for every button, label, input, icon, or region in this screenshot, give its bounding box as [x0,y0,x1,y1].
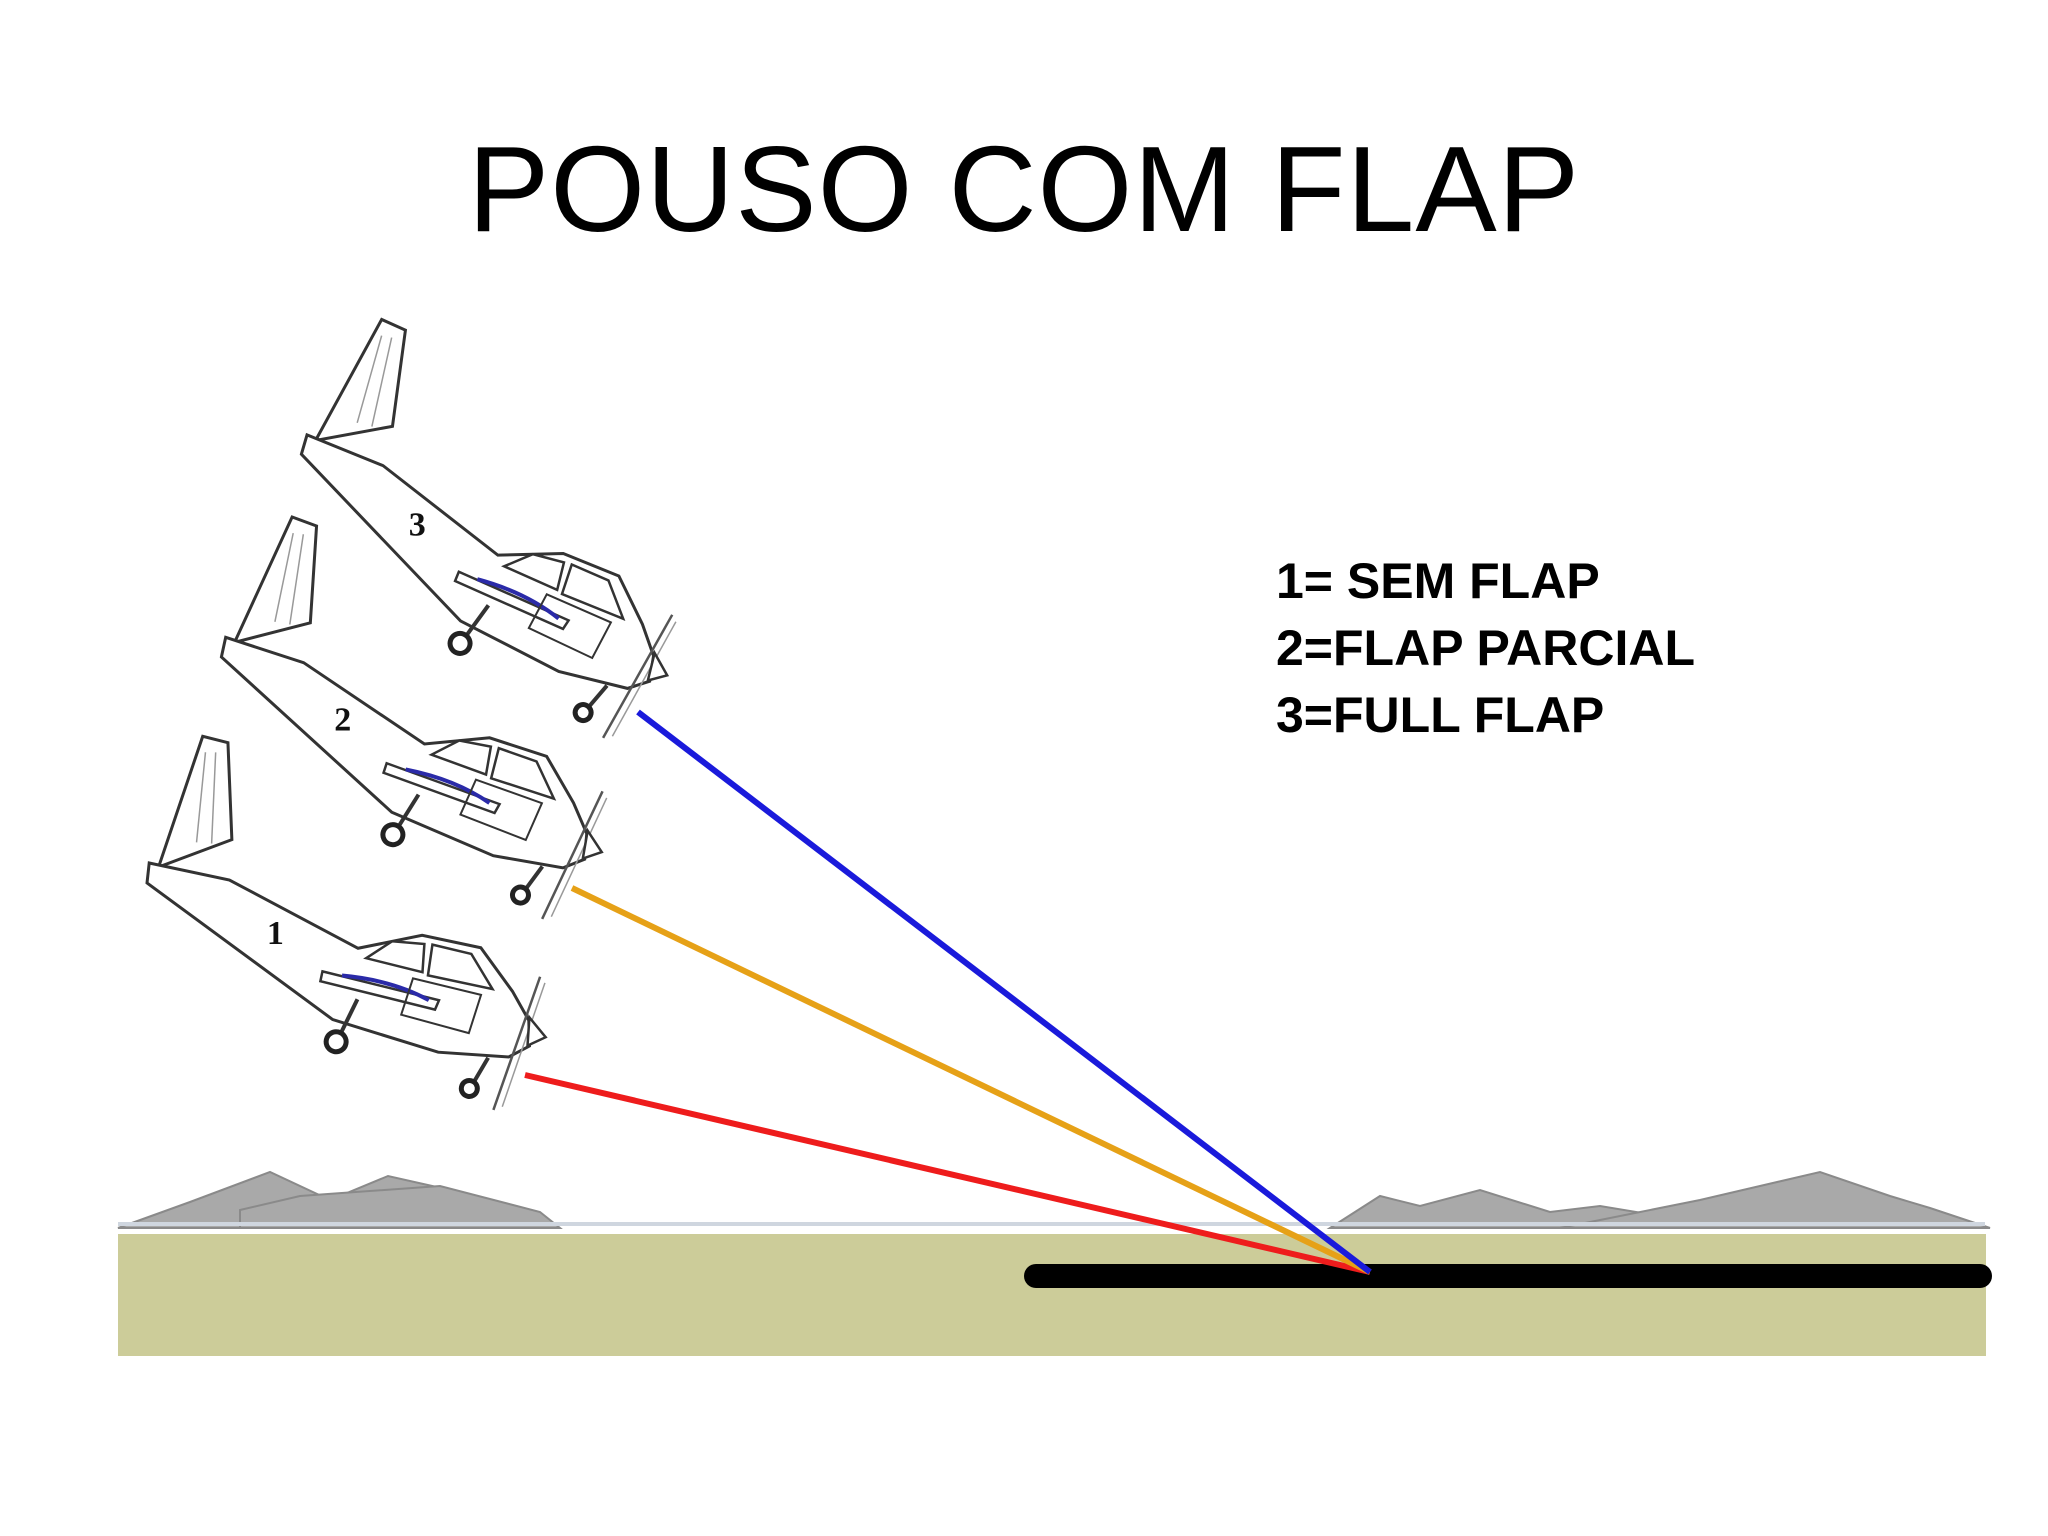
ground [118,1234,1986,1356]
legend-item-3: 3=FULL FLAP [1276,687,1605,743]
mountain-icon [117,1170,1991,1229]
aircraft-number-2: 2 [334,701,351,738]
aircraft-number-3: 3 [409,506,426,543]
legend: 1= SEM FLAP 2=FLAP PARCIAL 3=FULL FLAP [1276,548,1695,749]
aircraft-number-1: 1 [267,915,284,952]
slide-title: POUSO COM FLAP [467,121,1581,257]
airplane-icon: 2 [173,509,670,930]
airplane-icon: 3 [243,310,750,752]
legend-item-2: 2=FLAP PARCIAL [1276,620,1696,676]
approach-line-2 [570,885,1372,1275]
approach-line-3 [636,709,1372,1275]
airplane-icon: 1 [114,731,592,1117]
legend-item-1: 1= SEM FLAP [1276,553,1600,609]
approach-line-1 [524,1072,1371,1275]
